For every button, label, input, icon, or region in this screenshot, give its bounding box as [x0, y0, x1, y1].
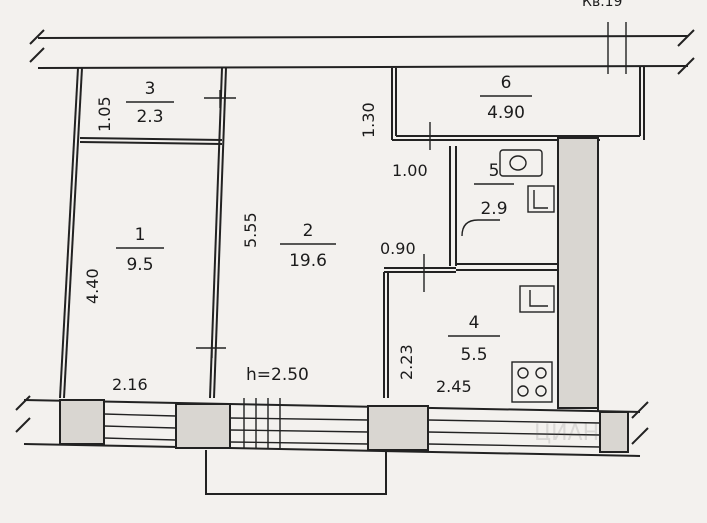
svg-text:9.5: 9.5	[126, 255, 153, 275]
dimension-2-23: 2.23	[397, 344, 416, 380]
svg-text:5.5: 5.5	[460, 345, 487, 365]
dimension-2-45: 2.45	[436, 377, 472, 396]
room-6-outline	[391, 66, 645, 150]
svg-text:2.3: 2.3	[136, 107, 163, 127]
room-3-outline	[79, 137, 223, 145]
svg-text:3: 3	[145, 79, 156, 99]
svg-text:4: 4	[469, 313, 480, 333]
room-1-label: 1 9.5	[116, 225, 164, 275]
top-wall	[29, 22, 695, 75]
svg-text:2.9: 2.9	[480, 199, 507, 219]
partition-1-2	[196, 67, 236, 399]
room-4-outline	[383, 254, 555, 403]
dimension-2-16: 2.16	[112, 375, 148, 394]
room-4-label: 4 5.5	[448, 313, 500, 365]
svg-text:5: 5	[489, 161, 500, 181]
watermark-text: ЦИАН	[534, 421, 599, 446]
svg-text:19.6: 19.6	[289, 251, 327, 271]
dimension-1-00: 1.00	[392, 161, 428, 180]
svg-text:4.90: 4.90	[487, 103, 525, 123]
svg-text:1: 1	[135, 225, 146, 245]
svg-text:2: 2	[303, 221, 314, 241]
bottom-wall	[15, 395, 649, 495]
room-5-label: 5 2.9	[474, 161, 514, 219]
room-6-label: 6 4.90	[480, 73, 532, 123]
ceiling-height-label: h=2.50	[246, 365, 309, 385]
dimension-4-40: 4.40	[83, 268, 102, 304]
right-shaft	[557, 137, 599, 412]
room-2-label: 2 19.6	[280, 221, 336, 271]
room-5-outline	[392, 139, 600, 271]
dimension-1-05: 1.05	[95, 96, 114, 132]
apartment-number-label: Кв.19	[582, 0, 622, 10]
room-3-label: 3 2.3	[126, 79, 174, 127]
left-wall	[59, 67, 83, 399]
svg-text:6: 6	[501, 73, 512, 93]
dimension-0-90: 0.90	[380, 239, 416, 258]
dimension-1-30: 1.30	[359, 102, 378, 138]
dimension-5-55: 5.55	[241, 212, 260, 248]
